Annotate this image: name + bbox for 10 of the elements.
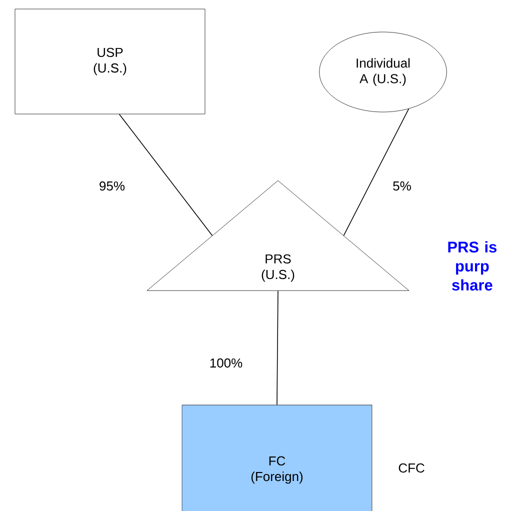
side-label: CFC [398, 463, 424, 473]
edge-label: 100% [210, 358, 242, 368]
edge-label: 5% [393, 181, 411, 191]
edge-label: 95% [100, 181, 125, 191]
connector-line [276, 290, 278, 406]
connector-line [343, 108, 410, 236]
entity-box: USP (U.S.) [14, 8, 206, 114]
entity-box: FC (Foreign) [182, 404, 372, 511]
connector-line [118, 114, 213, 236]
note-text: PRS is purp share [448, 241, 497, 291]
